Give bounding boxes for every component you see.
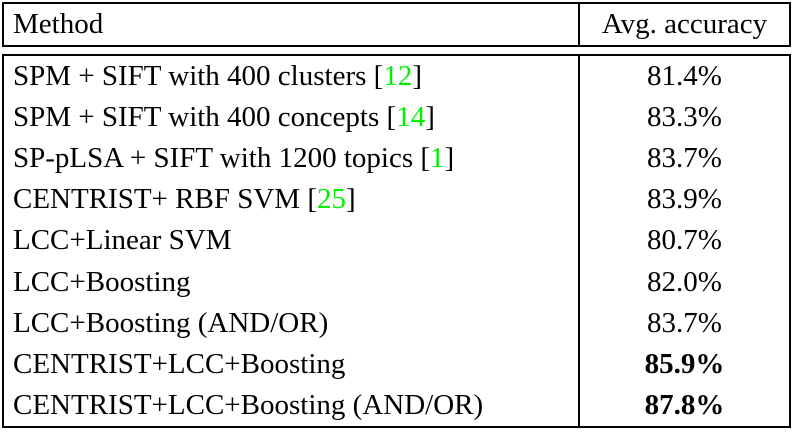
method-text: CENTRIST+LCC+Boosting (AND/OR) <box>13 388 484 421</box>
table-row-accuracy: 83.9% <box>580 179 789 220</box>
accuracy-value: 82.0% <box>647 265 722 298</box>
accuracy-column: 81.4% 83.3% 83.7% 83.9% 80.7% 82.0% 83.7… <box>578 56 789 426</box>
accuracy-value: 81.4% <box>647 60 722 93</box>
accuracy-value: 87.8% <box>644 388 725 421</box>
table-row-accuracy: 81.4% <box>580 56 789 97</box>
table-row-accuracy: 83.7% <box>580 303 789 344</box>
table-row-method: SPM + SIFT with 400 clusters [12] <box>4 56 578 97</box>
header-accuracy-label: Avg. accuracy <box>601 8 768 40</box>
table-row-method: LCC+Boosting (AND/OR) <box>4 303 578 344</box>
method-text-suffix: ] <box>444 142 455 175</box>
accuracy-value: 80.7% <box>647 224 722 257</box>
accuracy-value: 83.7% <box>647 306 722 339</box>
table-row-method: CENTRIST+LCC+Boosting <box>4 344 578 385</box>
table-header-row: Method Avg. accuracy <box>2 2 791 47</box>
table-row-accuracy: 80.7% <box>580 220 789 261</box>
table-row-method: LCC+Linear SVM <box>4 220 578 261</box>
method-text: SPM + SIFT with 400 concepts [ <box>13 101 397 134</box>
table-row-method: CENTRIST+ RBF SVM [25] <box>4 179 578 220</box>
table-row-accuracy: 87.8% <box>580 385 789 426</box>
header-method-label: Method <box>13 8 104 40</box>
table-row-accuracy: 83.3% <box>580 97 789 138</box>
method-text-suffix: ] <box>425 101 435 134</box>
citation-link[interactable]: 1 <box>430 142 445 175</box>
table-row-accuracy: 82.0% <box>580 262 789 303</box>
accuracy-value: 83.3% <box>647 101 722 134</box>
method-text: LCC+Linear SVM <box>13 224 232 257</box>
method-text: CENTRIST+ RBF SVM [ <box>13 183 317 216</box>
header-cell-accuracy: Avg. accuracy <box>578 4 789 45</box>
table-row-method: CENTRIST+LCC+Boosting (AND/OR) <box>4 385 578 426</box>
accuracy-value: 83.9% <box>647 183 722 216</box>
table-row-accuracy: 85.9% <box>580 344 789 385</box>
header-cell-method: Method <box>4 4 578 45</box>
table-body: SPM + SIFT with 400 clusters [12] SPM + … <box>2 54 791 428</box>
method-text: LCC+Boosting <box>13 265 191 298</box>
method-text: LCC+Boosting (AND/OR) <box>13 306 329 339</box>
table-row-method: LCC+Boosting <box>4 262 578 303</box>
method-text-suffix: ] <box>346 183 356 216</box>
method-column: SPM + SIFT with 400 clusters [12] SPM + … <box>4 56 578 426</box>
citation-link[interactable]: 12 <box>383 60 413 93</box>
accuracy-value: 85.9% <box>644 347 725 380</box>
method-text-suffix: ] <box>412 60 422 93</box>
accuracy-value: 83.7% <box>647 142 722 175</box>
method-text: SP-pLSA + SIFT with 1200 topics [ <box>13 142 431 175</box>
method-text: SPM + SIFT with 400 clusters [ <box>13 60 384 93</box>
table-row-method: SPM + SIFT with 400 concepts [14] <box>4 97 578 138</box>
method-text: CENTRIST+LCC+Boosting <box>13 347 346 380</box>
table-row-method: SP-pLSA + SIFT with 1200 topics [1] <box>4 138 578 179</box>
citation-link[interactable]: 25 <box>317 183 346 216</box>
table-row-accuracy: 83.7% <box>580 138 789 179</box>
citation-link[interactable]: 14 <box>396 101 426 134</box>
